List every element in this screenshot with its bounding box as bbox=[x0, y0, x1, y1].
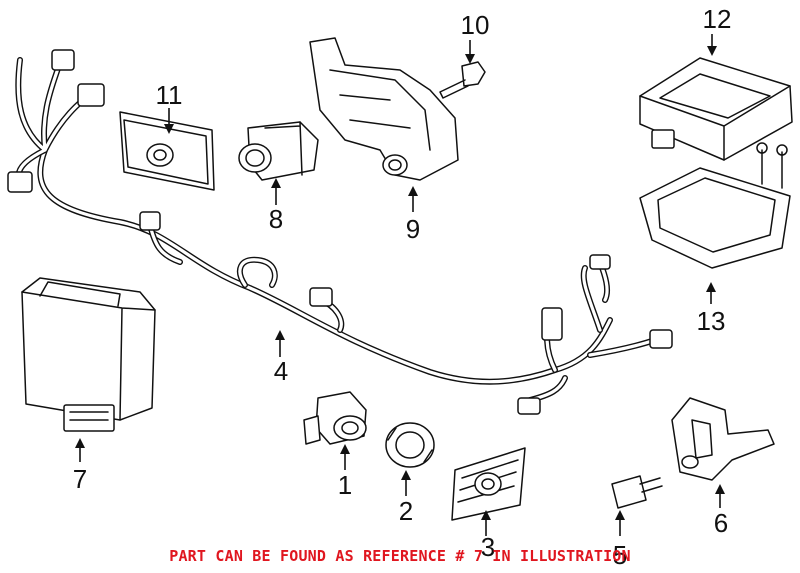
callout-13: 13 bbox=[697, 306, 726, 336]
callout-5: 5 bbox=[613, 540, 627, 570]
module-tray[interactable] bbox=[639, 142, 791, 269]
callout-4: 4 bbox=[274, 356, 288, 386]
reference-caption: PART CAN BE FOUND AS REFERENCE # 7 IN IL… bbox=[169, 547, 631, 565]
connector-terminal[interactable] bbox=[611, 475, 663, 509]
control-unit[interactable] bbox=[21, 277, 156, 432]
sensor-ring[interactable] bbox=[385, 422, 435, 468]
callout-8: 8 bbox=[269, 204, 283, 234]
bracket[interactable] bbox=[671, 397, 775, 481]
mounting-bracket[interactable] bbox=[309, 37, 459, 181]
callout-7: 7 bbox=[73, 464, 87, 494]
control-module[interactable] bbox=[639, 57, 793, 161]
callout-arrows bbox=[75, 34, 725, 536]
callout-labels: 11 8 9 10 12 13 4 7 1 2 3 5 6 bbox=[73, 4, 732, 570]
callout-9: 9 bbox=[406, 214, 420, 244]
callout-6: 6 bbox=[714, 508, 728, 538]
wiring-harness[interactable] bbox=[7, 49, 673, 415]
parking-sensor[interactable] bbox=[303, 391, 367, 445]
sensor-bracket-plate[interactable] bbox=[119, 111, 215, 191]
callout-10: 10 bbox=[461, 10, 490, 40]
callout-1: 1 bbox=[338, 470, 352, 500]
sensor-holder[interactable] bbox=[451, 447, 526, 521]
callout-3: 3 bbox=[481, 532, 495, 562]
callout-11: 11 bbox=[156, 80, 183, 110]
callout-12: 12 bbox=[703, 4, 732, 34]
sensor-housing[interactable] bbox=[238, 121, 319, 181]
callout-2: 2 bbox=[399, 496, 413, 526]
bolt[interactable] bbox=[439, 61, 486, 99]
